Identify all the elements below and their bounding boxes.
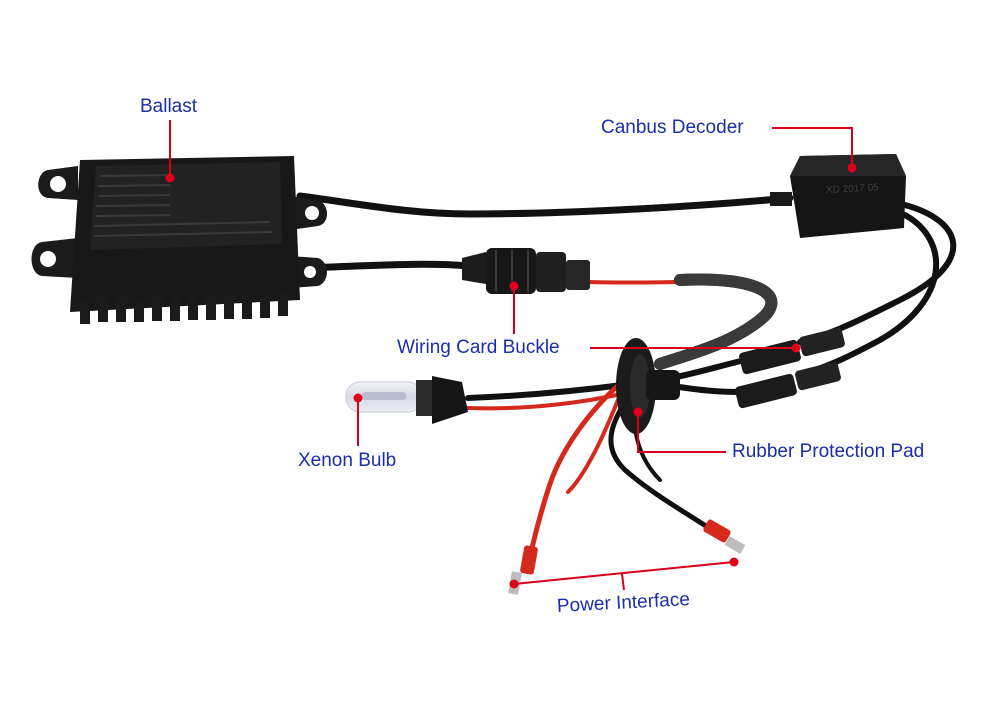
ballast-to-decoder-cable	[296, 192, 794, 218]
label-rubber-protection-pad: Rubber Protection Pad	[732, 441, 925, 462]
leader-lines	[169, 120, 853, 591]
marker-power-b	[729, 557, 739, 567]
cables	[296, 192, 957, 551]
power-terminals	[508, 519, 746, 595]
leader-power-b	[621, 573, 625, 591]
marker-power-a	[509, 579, 519, 589]
power-red-wire	[529, 379, 625, 551]
marker-pad	[633, 407, 643, 417]
marker-buckle-right	[791, 343, 801, 353]
rubber-pad-unit	[616, 338, 680, 434]
marker-canbus	[847, 163, 857, 173]
canbus-decoder-unit: XD 2017 05	[770, 154, 906, 238]
xenon-bulb-unit	[345, 376, 468, 424]
label-xenon-bulb: Xenon Bulb	[298, 450, 397, 471]
marker-bulb	[353, 393, 363, 403]
leader-power-a	[513, 561, 735, 585]
inline-connectors	[735, 327, 845, 409]
marker-dots	[165, 163, 857, 589]
wiring-buckle-unit	[462, 248, 590, 294]
power-black-wire	[608, 389, 715, 533]
label-wiring-card-buckle: Wiring Card Buckle	[397, 337, 560, 358]
ballast-unit	[31, 156, 327, 324]
marker-buckle	[509, 281, 519, 291]
label-canbus-decoder: Canbus Decoder	[601, 117, 744, 138]
leader-pad	[637, 412, 726, 453]
leader-canbus	[772, 127, 853, 168]
bulb-cable	[465, 381, 633, 401]
decoder-marking: XD 2017 05	[826, 182, 880, 196]
label-ballast: Ballast	[140, 96, 198, 117]
marker-ballast	[165, 173, 175, 183]
